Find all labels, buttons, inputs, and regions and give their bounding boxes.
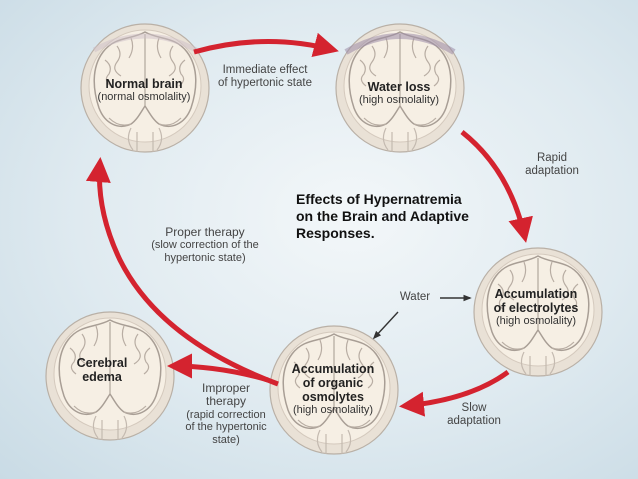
rapid-line2: adaptation	[525, 164, 579, 177]
rapid-line1: Rapid	[536, 152, 568, 164]
proper-therapy-label: Proper therapy (slow correction of the h…	[134, 225, 276, 264]
improper-therapy-label: Improper therapy (rapid correction of th…	[178, 381, 274, 446]
improper-line4: of the hypertonic	[185, 421, 267, 434]
normal-brain-label: Normal brain (normal osmolality)	[88, 77, 200, 103]
rapid-adaptation-label: Rapid adaptation	[510, 152, 594, 178]
water-loss-name: Water loss	[367, 80, 431, 94]
edema-name-line2: edema	[82, 370, 122, 384]
slow-adaptation-label: Slow adaptation	[440, 402, 508, 428]
title-line1: Effects of Hypernatremia	[296, 191, 462, 207]
organic-name-line2: of organic	[302, 376, 364, 390]
proper-line2: (slow correction of the	[151, 239, 259, 252]
edema-name-line1: Cerebral	[76, 356, 128, 370]
improper-line1: Improper	[201, 381, 251, 395]
edema-label: Cerebral edema	[62, 356, 142, 384]
normal-brain-name: Normal brain	[105, 77, 183, 91]
slow-line1: Slow	[461, 402, 487, 414]
electrolytes-state: (high osmolality)	[495, 315, 577, 327]
water-loss-label: Water loss (high osmolality)	[347, 80, 451, 106]
improper-line2: therapy	[205, 394, 247, 409]
electrolytes-label: Accumulation of electrolytes (high osmol…	[480, 287, 592, 327]
organic-name-line1: Accumulation	[291, 362, 375, 376]
water-label: Water	[399, 291, 431, 303]
diagram-title: Effects of Hypernatremia on the Brain an…	[296, 191, 469, 242]
organic-osmolytes-label: Accumulation of organic osmolytes (high …	[280, 362, 386, 416]
slow-line2: adaptation	[447, 414, 501, 427]
immediate-line1: Immediate effect	[222, 64, 308, 76]
arrow-proper-therapy	[85, 157, 279, 387]
title-line3: Responses.	[296, 225, 375, 242]
water-loss-state: (high osmolality)	[358, 94, 440, 106]
electrolytes-name-line2: of electrolytes	[493, 301, 579, 315]
organic-state: (high osmolality)	[292, 404, 374, 416]
organic-name-line3: osmolytes	[302, 390, 364, 404]
arrow-water-out	[372, 311, 399, 340]
arrow-immediate-effect	[193, 32, 339, 58]
immediate-effect-label: Immediate effect of hypertonic state	[200, 64, 330, 90]
electrolytes-name-line1: Accumulation	[494, 287, 578, 301]
improper-line5: state)	[212, 433, 240, 446]
arrow-slow-adaptation	[399, 369, 510, 417]
improper-line3: (rapid correction	[186, 408, 266, 421]
arrow-rapid-adaptation	[460, 130, 533, 243]
proper-line3: hypertonic state)	[164, 251, 246, 264]
immediate-line2: of hypertonic state	[218, 76, 312, 89]
proper-line1: Proper therapy	[165, 225, 245, 239]
title-line2: on the Brain and Adaptive	[296, 208, 469, 225]
normal-brain-state: (normal osmolality)	[97, 91, 191, 103]
